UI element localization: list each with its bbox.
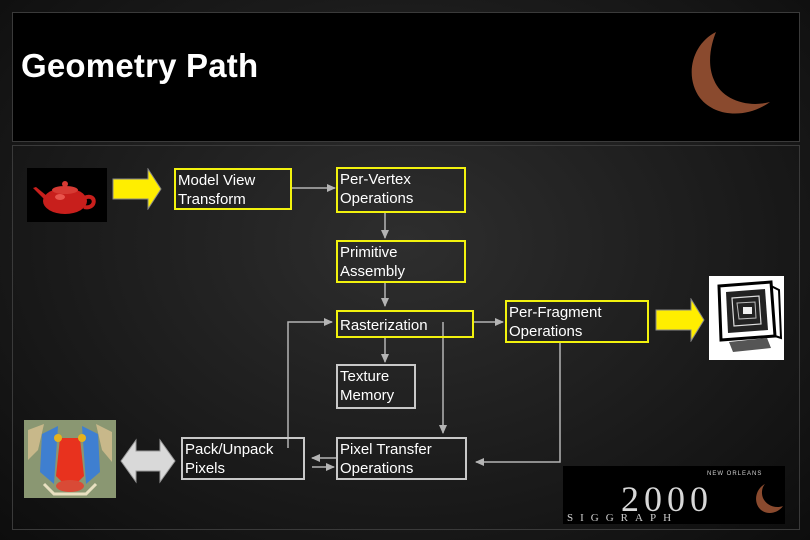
box-label-line-1: Texture (340, 368, 390, 385)
mandrill-image (24, 420, 116, 498)
logo-year-text: 2000 (621, 479, 713, 519)
teapot-icon (27, 168, 107, 222)
box-label-line-2: Pixels (185, 460, 226, 477)
box-label-line-1: Rasterization (340, 317, 428, 334)
arrow-fragment-to-pixeltransfer (475, 343, 561, 466)
box-label-line-2: Transform (178, 191, 246, 208)
bidirectional-arrow-icon (120, 438, 176, 484)
pack-unpack-pixels-box: Pack/Unpack Pixels (181, 437, 305, 480)
title-bar (12, 12, 800, 142)
siggraph-logo: NEW ORLEANS 2000 SIGGRAPH (563, 466, 785, 524)
texture-memory-box: Texture Memory (336, 364, 416, 409)
box-label-line-2: Memory (340, 387, 395, 404)
pixel-transfer-operations-box: Pixel Transfer Operations (336, 437, 467, 480)
page-title: Geometry Path (21, 47, 259, 84)
box-label-line-2: Assembly (340, 263, 406, 280)
logo-moon-icon (756, 484, 783, 513)
box-label-line-2: Operations (509, 323, 583, 340)
box-label-line-1: Pixel Transfer (340, 441, 432, 458)
output-arrow-icon (655, 298, 705, 342)
box-label-line-2: Operations (340, 460, 414, 477)
box-label-line-1: Per-Vertex (340, 171, 411, 188)
arrow-pack-to-raster (287, 318, 333, 448)
rasterization-box: Rasterization (336, 310, 474, 338)
box-label-line-1: Per-Fragment (509, 304, 602, 321)
monitor-icon (709, 276, 784, 360)
diagram-panel (12, 145, 800, 530)
input-arrow-icon (112, 168, 162, 210)
per-vertex-operations-box: Per-Vertex Operations (336, 167, 466, 213)
per-fragment-operations-box: Per-Fragment Operations (505, 300, 649, 343)
box-label-line-1: Primitive (340, 244, 398, 261)
logo-city-text: NEW ORLEANS (707, 471, 762, 477)
model-view-transform-box: Model View Transform (174, 168, 292, 210)
box-label-line-2: Operations (340, 190, 414, 207)
box-label-line-1: Model View (178, 172, 256, 189)
box-label-line-1: Pack/Unpack (185, 441, 274, 458)
logo-name-text: SIGGRAPH (567, 512, 678, 524)
moon-icon (691, 32, 770, 114)
primitive-assembly-box: Primitive Assembly (336, 240, 466, 283)
